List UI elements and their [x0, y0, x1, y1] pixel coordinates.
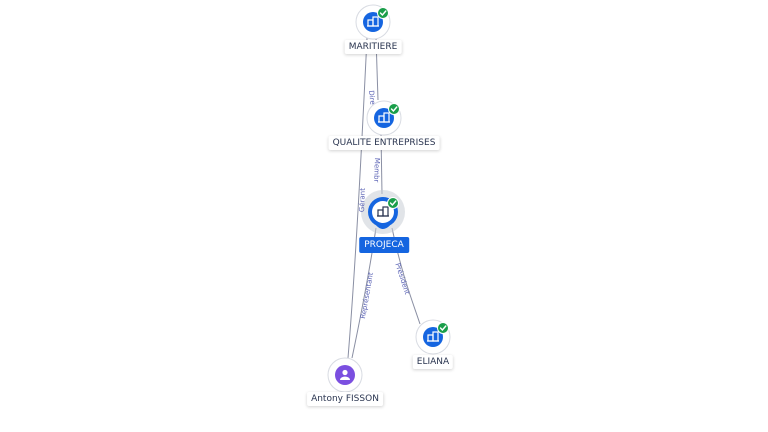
edge-label-maritiere-qualite: Dire: [367, 90, 377, 106]
verified-check-icon: [387, 197, 399, 209]
node-eliana[interactable]: [415, 319, 451, 355]
verified-check-icon: [437, 322, 449, 334]
person-icon: [340, 369, 350, 380]
verified-check-icon: [377, 7, 389, 19]
node-maritiere[interactable]: [355, 4, 391, 40]
company-icon: [377, 206, 389, 217]
node-label-projeca[interactable]: PROJECA: [359, 237, 409, 253]
node-projeca[interactable]: [361, 190, 405, 234]
company-icon: [378, 112, 390, 123]
node-label-maritiere[interactable]: MARITIERE: [344, 40, 402, 54]
verified-check-icon: [388, 103, 400, 115]
edge-fisson-maritiere[interactable]: [347, 37, 368, 359]
node-fisson[interactable]: [327, 357, 363, 393]
company-icon: [367, 16, 379, 27]
edge-label-fisson-maritiere: Gérant: [358, 187, 367, 213]
node-label-fisson[interactable]: Antony FISSON: [307, 392, 383, 406]
edge-label-qualite-projeca: Membr: [372, 157, 381, 183]
node-label-qualite[interactable]: QUALITE ENTREPRISES: [328, 136, 440, 150]
company-icon: [427, 331, 439, 342]
node-qualite[interactable]: [366, 100, 402, 136]
node-label-eliana[interactable]: ELIANA: [412, 355, 454, 369]
